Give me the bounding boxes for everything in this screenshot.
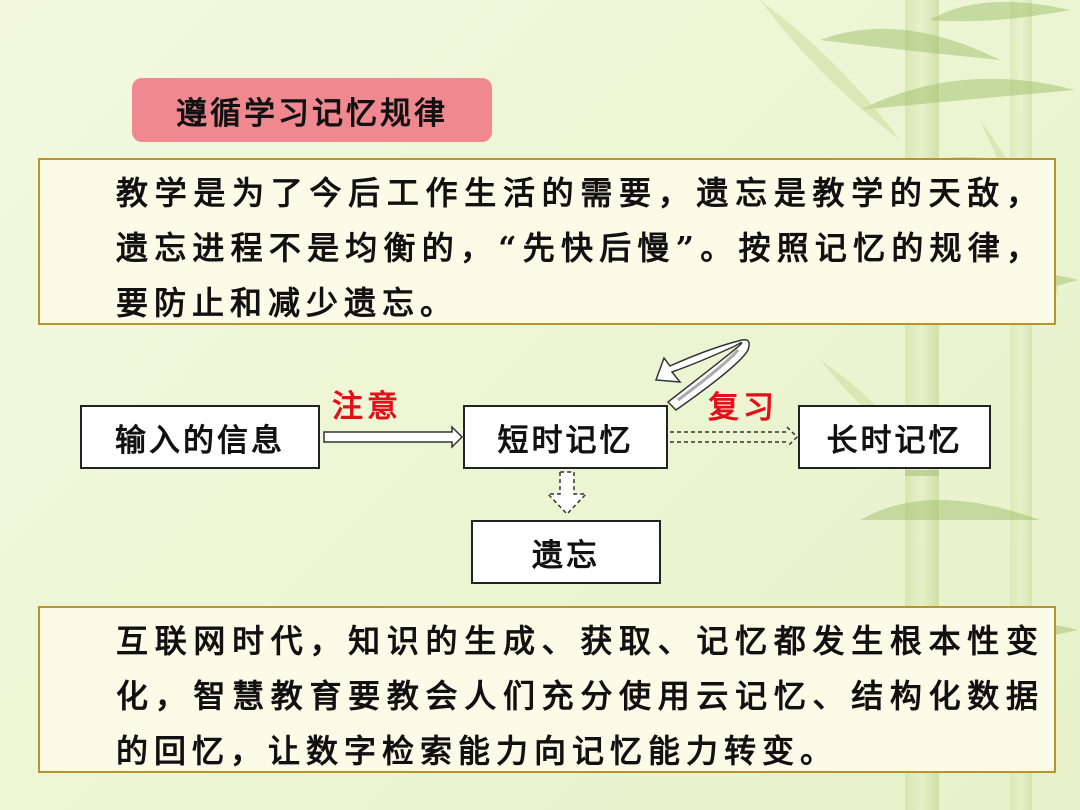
node-input-information: 输入的信息 bbox=[80, 405, 320, 469]
node-short-term-memory: 短时记忆 bbox=[463, 405, 668, 469]
paragraph-bottom-text: 互联网时代，知识的生成、获取、记忆都发生根本性变化，智慧教育要教会人们充分使用云… bbox=[116, 622, 1044, 770]
paragraph-top-text: 教学是为了今后工作生活的需要，遗忘是教学的天敌，遗忘进程不是均衡的，“先快后慢”… bbox=[116, 174, 1044, 322]
paragraph-bottom: 互联网时代，知识的生成、获取、记忆都发生根本性变化，智慧教育要教会人们充分使用云… bbox=[38, 606, 1056, 773]
section-title: 遵循学习记忆规律 bbox=[132, 78, 492, 142]
node-long-term-memory: 长时记忆 bbox=[798, 405, 991, 469]
arrow-review bbox=[670, 426, 799, 448]
arrow-attention bbox=[323, 425, 464, 449]
edge-label-attention: 注意 bbox=[332, 389, 402, 425]
paragraph-top: 教学是为了今后工作生活的需要，遗忘是教学的天敌，遗忘进程不是均衡的，“先快后慢”… bbox=[38, 158, 1056, 325]
arrow-forget bbox=[546, 471, 588, 516]
edge-label-review: 复习 bbox=[708, 390, 778, 426]
arrow-loop-back bbox=[654, 338, 750, 411]
node-forgetting: 遗忘 bbox=[471, 520, 661, 584]
